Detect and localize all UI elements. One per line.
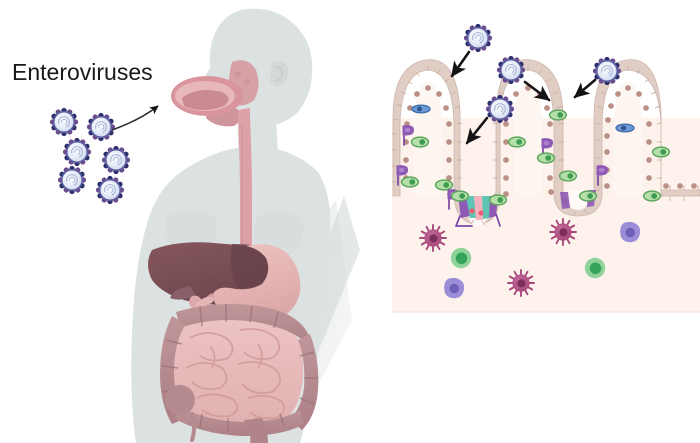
arrow-to-villus-2: [523, 80, 551, 102]
oral-cavity: [171, 60, 259, 248]
rectum: [244, 418, 268, 443]
curved-arrow-to-mouth: [111, 105, 159, 131]
intestinal-epithelium-panel: [392, 23, 700, 313]
esophagus: [238, 108, 252, 248]
lymphocyte: [450, 247, 472, 269]
tongue: [182, 90, 229, 110]
page-title: Enteroviruses: [12, 59, 153, 85]
monocyte: [444, 277, 465, 299]
arrow-to-villus-1-lower: [465, 116, 489, 145]
panel-infection-arrows: [450, 50, 597, 145]
monocyte: [620, 221, 641, 243]
arrow-to-villus-2-right: [573, 78, 597, 99]
stomach: [212, 244, 301, 323]
small-intestine: [169, 310, 304, 431]
arrow-to-villus-1: [450, 50, 471, 78]
digestive-organs: [148, 242, 319, 443]
lymphocyte: [584, 257, 606, 279]
